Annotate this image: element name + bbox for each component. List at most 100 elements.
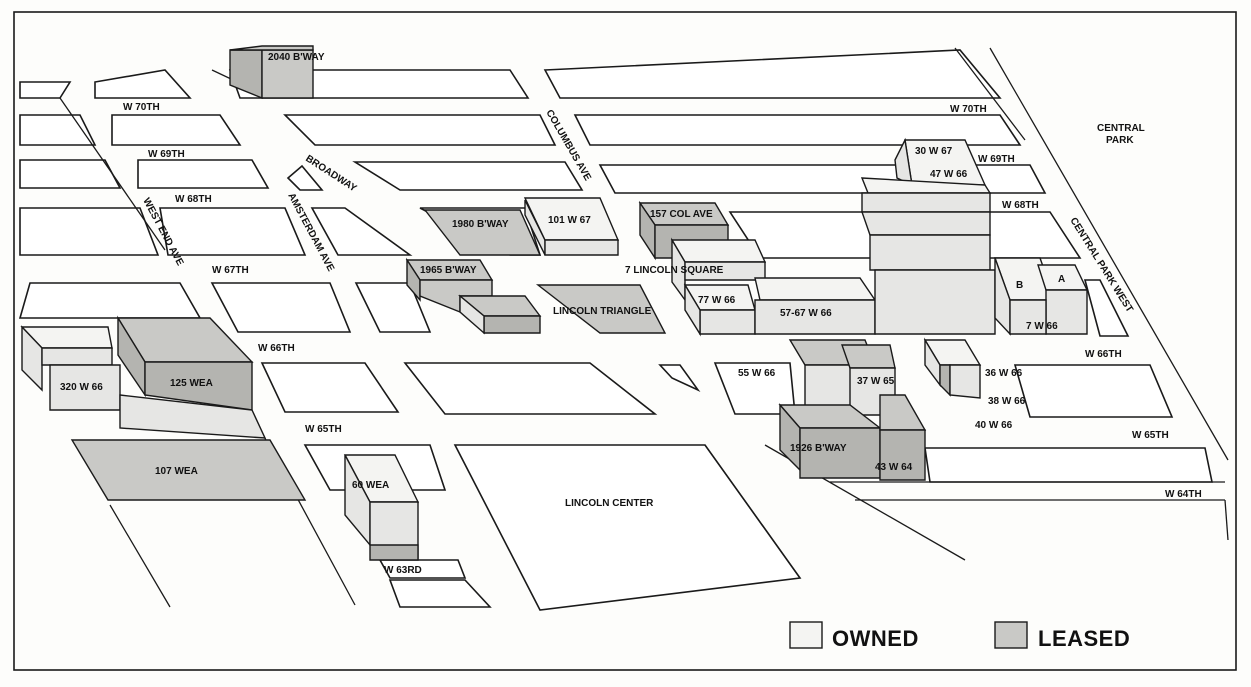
building-7-w66[interactable]: B A 7 W 66 [994, 257, 1089, 336]
city-block [111, 114, 242, 146]
city-block [1083, 279, 1130, 337]
label-2040-bway: 2040 B'WAY [268, 52, 325, 63]
building-77-w66[interactable]: 77 W 66 [683, 282, 756, 337]
street-w69-left: W 69TH [148, 149, 185, 160]
city-block [19, 81, 72, 99]
building-1926-bway[interactable]: 1926 B'WAY [778, 403, 883, 479]
label-157-col-ave: 157 COL AVE [650, 209, 713, 220]
legend-owned-swatch [789, 621, 823, 649]
label-125-wea: 125 WEA [170, 378, 213, 389]
city-block [543, 49, 1002, 99]
label-43-w64: 43 W 64 [875, 462, 913, 473]
avenue-line [954, 47, 1026, 141]
building-107-wea[interactable]: 107 WEA [70, 439, 307, 501]
street-grid [18, 47, 1229, 611]
street-w68-right: W 68TH [1002, 200, 1039, 211]
label-1926-bway: 1926 B'WAY [790, 443, 847, 454]
city-block [286, 164, 324, 191]
city-block [18, 282, 202, 319]
street-w66-right: W 66TH [1085, 349, 1122, 360]
label-building-b: B [1016, 280, 1023, 291]
label-55-w66: 55 W 66 [738, 368, 776, 379]
map-legend: OWNED LEASED [789, 621, 1130, 651]
city-block [388, 579, 492, 608]
label-lincoln-triangle: LINCOLN TRIANGLE [553, 306, 652, 317]
label-40-w66: 40 W 66 [975, 420, 1013, 431]
building-1980-bway[interactable]: 1980 B'WAY [423, 209, 542, 256]
building-125-wea[interactable]: 125 WEA [116, 315, 267, 439]
street-w64-right: W 64TH [1165, 489, 1202, 500]
lincoln-center-block [453, 444, 802, 611]
city-block [19, 207, 160, 256]
city-block [354, 282, 432, 333]
building-1965-bway[interactable]: 1965 B'WAY [405, 257, 542, 335]
city-block [260, 362, 400, 413]
label-320-w66: 320 W 66 [60, 382, 103, 393]
label-38-w66: 38 W 66 [988, 396, 1026, 407]
street-w70-right: W 70TH [950, 104, 987, 115]
label-57-67-w66: 57-67 W 66 [780, 308, 832, 319]
city-block [403, 362, 658, 415]
city-block [573, 114, 1022, 146]
city-block [19, 114, 97, 146]
building-57-67-w66[interactable]: 57-67 W 66 [754, 277, 877, 335]
label-1965-bway: 1965 B'WAY [420, 265, 477, 276]
label-37-w65: 37 W 65 [857, 376, 895, 387]
building-lincoln-triangle[interactable]: LINCOLN TRIANGLE [535, 284, 667, 334]
label-36-w66: 36 W 66 [985, 368, 1023, 379]
legend-leased-swatch [994, 621, 1028, 649]
label-47-w66: 47 W 66 [930, 169, 968, 180]
building-60-wea[interactable]: 60 WEA [343, 454, 420, 561]
avenue-line [704, 444, 801, 579]
avenue-line [59, 97, 166, 251]
city-block [310, 207, 413, 256]
building-36-w66[interactable]: 36 W 66 38 W 66 40 W 66 [923, 337, 1026, 431]
legend-owned-label: OWNED [832, 626, 919, 651]
label-77-w66: 77 W 66 [698, 295, 736, 306]
label-central: CENTRAL [1097, 123, 1145, 134]
label-30-w67: 30 W 67 [915, 146, 953, 157]
legend-leased-label: LEASED [1038, 626, 1130, 651]
city-block [137, 159, 270, 189]
map-border [13, 11, 1237, 671]
label-park: PARK [1106, 135, 1134, 146]
street-w69-right: W 69TH [978, 154, 1015, 165]
building-320-w66[interactable]: 320 W 66 [20, 325, 121, 411]
label-107-wea: 107 WEA [155, 466, 198, 477]
label-1980-bway: 1980 B'WAY [452, 219, 509, 230]
city-block [1013, 364, 1174, 418]
city-block [352, 161, 584, 191]
label-60-wea: 60 WEA [352, 480, 389, 491]
avenue-line [109, 504, 171, 608]
label-101-w67: 101 W 67 [548, 215, 591, 226]
city-block [658, 364, 701, 393]
city-block [283, 114, 557, 146]
city-block [924, 447, 1213, 483]
label-lincoln-center: LINCOLN CENTER [565, 498, 654, 509]
street-w63: W 63RD [384, 565, 422, 576]
street-w65-right: W 65TH [1132, 430, 1169, 441]
street-w70-left: W 70TH [123, 102, 160, 113]
building-101-w67[interactable]: 101 W 67 [523, 197, 620, 256]
building-37-w65[interactable]: 37 W 65 [788, 339, 896, 416]
building-7-lincoln-square[interactable]: 7 LINCOLN SQUARE [625, 237, 767, 303]
city-block [159, 207, 307, 256]
label-7-lincoln-square: 7 LINCOLN SQUARE [625, 265, 724, 276]
building-tower-30-w67[interactable]: 30 W 67 47 W 66 [860, 137, 996, 335]
city-block [94, 69, 192, 99]
building-43-w64[interactable]: 43 W 64 [875, 394, 927, 481]
street-w67-left: W 67TH [212, 265, 249, 276]
street-line [1224, 499, 1229, 541]
label-building-a: A [1058, 274, 1065, 285]
city-block [378, 559, 467, 579]
city-block [210, 282, 352, 333]
street-w66-left: W 66TH [258, 343, 295, 354]
avenue-line [989, 47, 1229, 461]
city-block [19, 159, 122, 189]
label-7-w66: 7 W 66 [1026, 321, 1058, 332]
street-w65-left: W 65TH [305, 424, 342, 435]
street-w68-left: W 68TH [175, 194, 212, 205]
building-2040-bway[interactable]: 2040 B'WAY [229, 45, 325, 100]
